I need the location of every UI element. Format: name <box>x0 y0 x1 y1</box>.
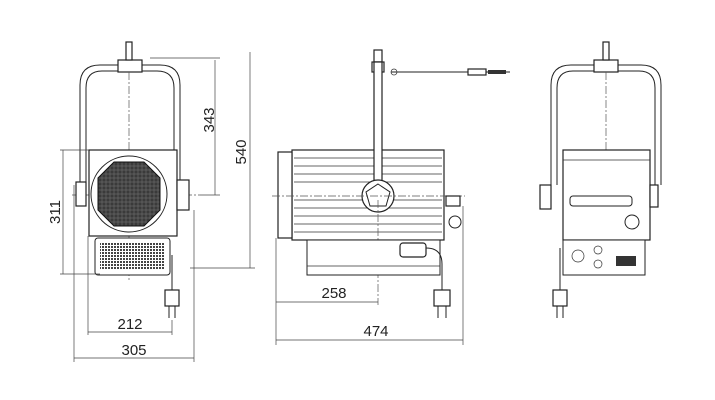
power-plug <box>164 289 180 307</box>
yoke-arm <box>373 61 383 185</box>
dim-212: 212 <box>117 316 142 333</box>
fresnel-lens <box>97 161 161 227</box>
display <box>616 256 636 266</box>
power-plug <box>552 289 568 307</box>
tilt-knob <box>539 184 552 210</box>
dimmer-knob <box>624 214 640 230</box>
dim-311: 311 <box>47 200 64 224</box>
dim-258: 258 <box>321 285 346 302</box>
tilt-knob <box>176 179 190 211</box>
side-view: 258 474 <box>272 49 510 345</box>
yoke-clamp <box>117 59 143 73</box>
mount-pin <box>373 49 383 63</box>
yoke-clamp <box>593 59 619 73</box>
dim-305: 305 <box>121 342 146 359</box>
dim-343: 343 <box>201 107 218 132</box>
front-ring <box>277 151 293 239</box>
dim-540: 540 <box>233 139 250 164</box>
handle <box>569 195 633 207</box>
mount-pin <box>602 41 610 61</box>
power-plug <box>433 289 451 307</box>
rear-view <box>539 41 662 318</box>
front-view: 343 540 311 212 305 <box>47 41 255 362</box>
mount-pin <box>125 41 133 61</box>
dim-474: 474 <box>363 323 388 340</box>
